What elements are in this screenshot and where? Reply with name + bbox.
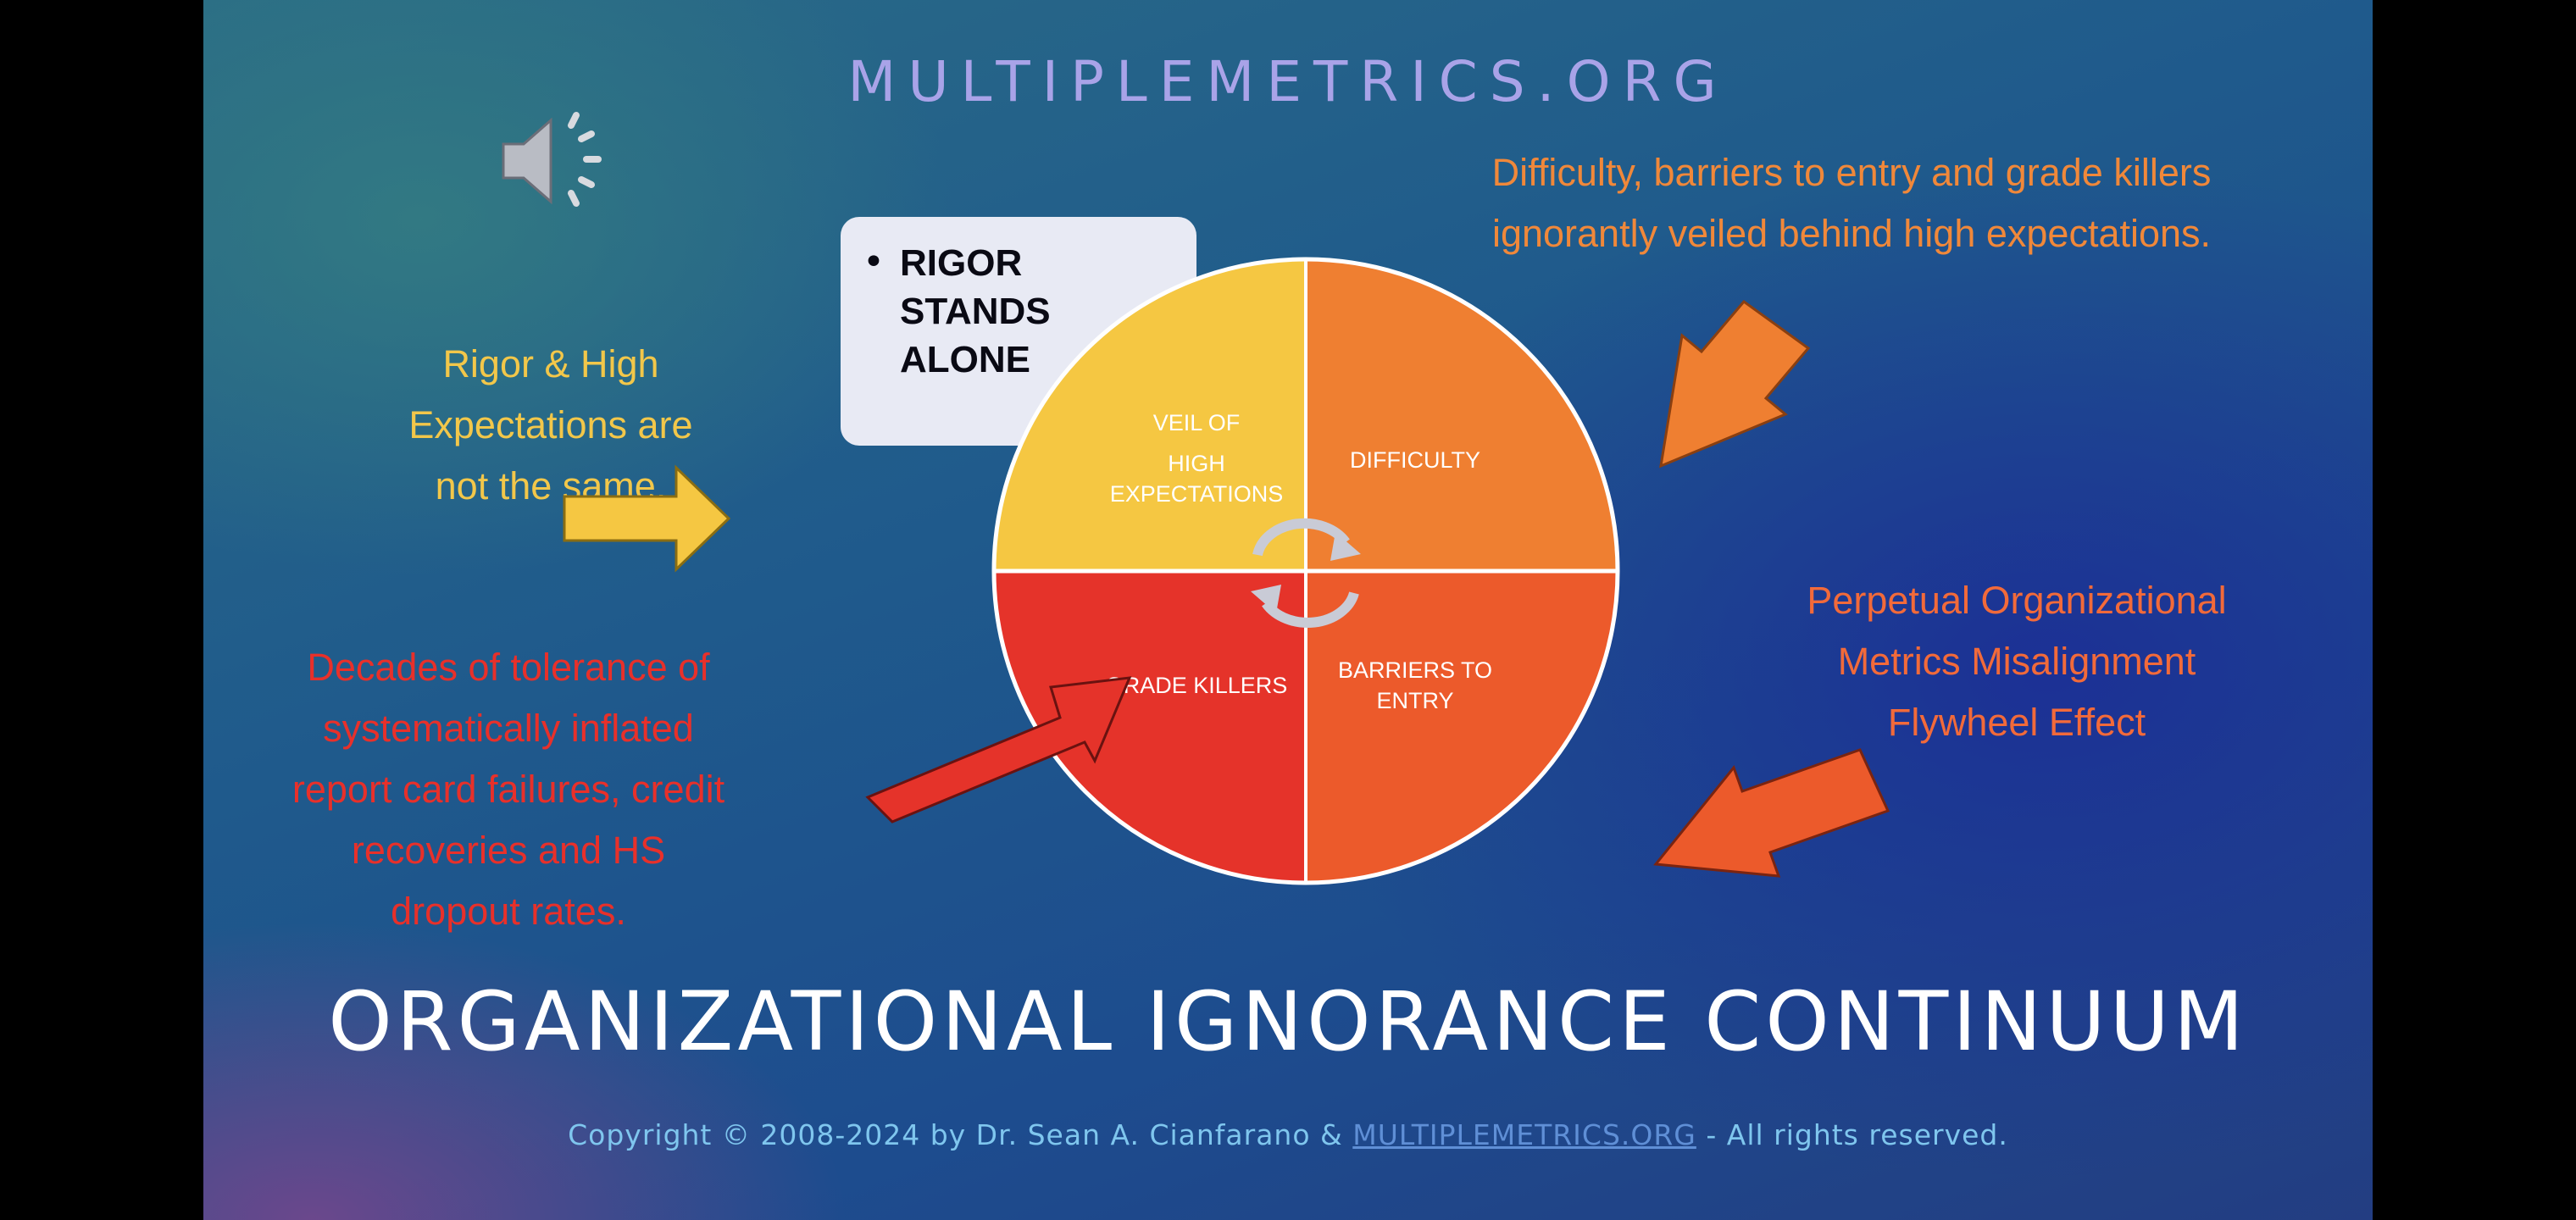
label-grade-killers: GRADE KILLERS — [1106, 673, 1288, 698]
rigor-line: RIGOR — [900, 242, 1023, 284]
cycle-arrowhead-icon — [1251, 585, 1281, 613]
quadrant-difficulty — [1304, 257, 1620, 573]
note-line: Rigor & High — [442, 342, 659, 385]
note-line: dropout rates. — [391, 890, 626, 933]
site-title: MULTIPLEMETRICS.ORG — [847, 49, 1729, 114]
note-line: Flywheel Effect — [1887, 701, 2146, 744]
note-line: recoveries and HS — [351, 829, 666, 872]
quadrant-veil — [991, 257, 1307, 573]
rigor-line: STANDS — [900, 291, 1051, 332]
note-line: Difficulty, barriers to entry and grade … — [1491, 151, 2212, 194]
note-decades: Decades of tolerance of systematically i… — [229, 637, 788, 942]
copyright-prefix: Copyright © 2008-2024 by Dr. Sean A. Cia… — [568, 1118, 1353, 1151]
copyright-suffix: - All rights reserved. — [1696, 1118, 2008, 1151]
arrow-up-right-red-icon — [865, 676, 1132, 824]
label-barriers-2: ENTRY — [1376, 688, 1453, 713]
speaker-audio-icon[interactable] — [498, 110, 608, 215]
note-line: Decades of tolerance of — [307, 646, 710, 689]
note-line: ignorantly veiled behind high expectatio… — [1491, 212, 2212, 255]
bullet: • — [863, 241, 885, 284]
label-difficulty: DIFFICULTY — [1350, 447, 1480, 473]
copyright-line: Copyright © 2008-2024 by Dr. Sean A. Cia… — [203, 1118, 2373, 1151]
note-line: systematically inflated — [323, 707, 694, 750]
label-veil-2: HIGH — [1168, 451, 1225, 476]
note-line: Metrics Misalignment — [1837, 640, 2196, 683]
cycle-arrowhead-icon — [1330, 532, 1361, 561]
label-veil-1: VEIL OF — [1153, 410, 1241, 435]
note-line: report card failures, credit — [291, 768, 725, 811]
note-flywheel: Perpetual Organizational Metrics Misalig… — [1720, 570, 2313, 753]
rigor-line: ALONE — [900, 339, 1030, 380]
note-line: Expectations are — [408, 403, 693, 446]
arrow-right-yellow-icon — [563, 464, 731, 573]
website-link[interactable]: MULTIPLEMETRICS.ORG — [1352, 1118, 1696, 1151]
label-veil-3: EXPECTATIONS — [1110, 481, 1284, 507]
arrow-down-left-orange-icon — [1659, 299, 1811, 469]
note-difficulty: Difficulty, barriers to entry and grade … — [1385, 142, 2318, 264]
note-rigor-expectations: Rigor & High Expectations are not the sa… — [297, 334, 805, 517]
slide: MULTIPLEMETRICS.ORG Rigor & High Expecta… — [203, 0, 2373, 1220]
note-line: Perpetual Organizational — [1807, 579, 2227, 622]
arrow-down-left-orange-red-icon — [1653, 748, 1890, 878]
continuum-diagram: VEIL OF HIGH EXPECTATIONS DIFFICULTY GRA… — [563, 257, 1890, 885]
quadrant-barriers — [1304, 569, 1620, 885]
main-title: ORGANIZATIONAL IGNORANCE CONTINUUM — [328, 974, 2248, 1069]
label-barriers-1: BARRIERS TO — [1338, 657, 1492, 683]
